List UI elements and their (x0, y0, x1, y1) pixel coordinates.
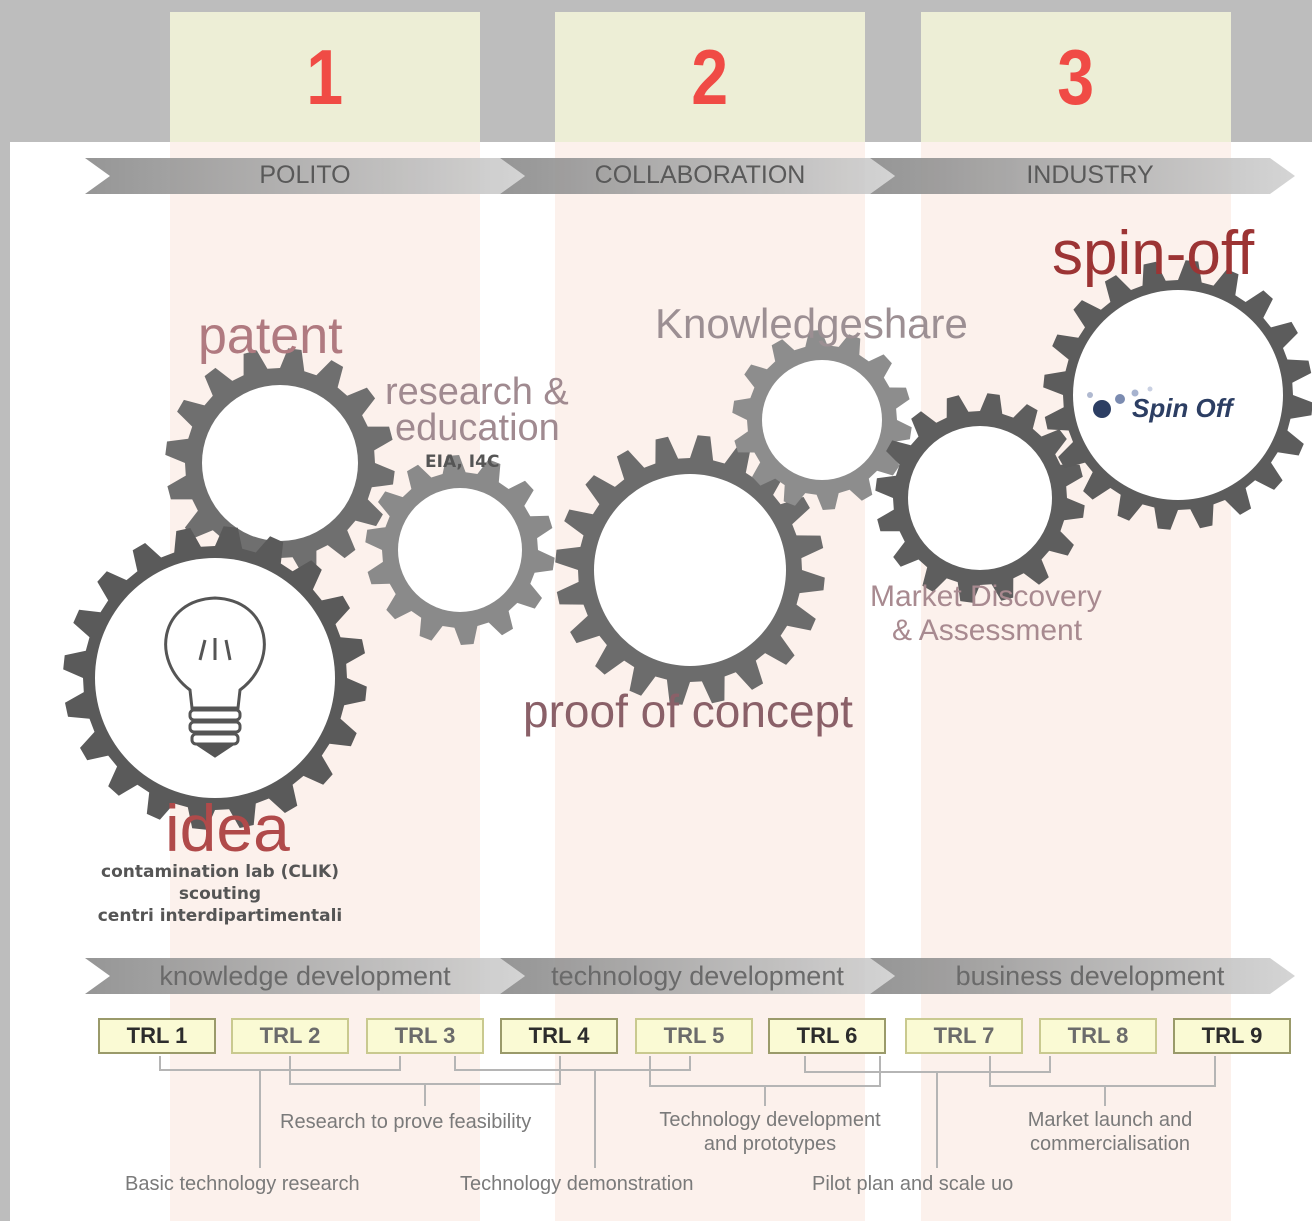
label-knowledgeshare: Knowledgeshare (655, 300, 968, 347)
stage-pilot: Pilot plan and scale uo (812, 1173, 1014, 1195)
gear-icon-market (875, 393, 1085, 603)
label-idea: idea (165, 791, 290, 865)
gear-icon-patent (165, 348, 395, 578)
trl-box-3: TRL 3 (366, 1018, 484, 1054)
trl-box-7: TRL 7 (905, 1018, 1023, 1054)
label-market-line1: Market Discovery (870, 580, 1102, 613)
stage-demonstration: Technology demonstration (460, 1173, 694, 1195)
spin-off-logo-text: Spin Off (1132, 393, 1235, 423)
gear-icon-proof (555, 435, 825, 705)
stage-prototypes-line2: and prototypes (703, 1133, 837, 1155)
phase-arrow-bottom (85, 958, 1295, 994)
arrow-label-industry: INDUSTRY (1026, 161, 1154, 189)
dev-label-technology: technology development (551, 961, 844, 991)
label-proof-of-concept: proof of concept (523, 685, 853, 737)
column-number-3: 3 (1057, 32, 1095, 121)
phase-arrow-top (85, 158, 1295, 194)
label-research-sub: EIA, I4C (425, 452, 500, 472)
label-idea-sub1: contamination lab (CLIK) (101, 862, 339, 882)
stage-basic: Basic technology research (125, 1173, 360, 1195)
label-idea-sub3: centri interdipartimentali (97, 906, 343, 926)
stage-prototypes-line1: Technology development (659, 1109, 881, 1131)
label-spin-off: spin-off (1052, 219, 1255, 288)
label-research-line2: education (395, 407, 560, 449)
stage-market-line1: Market launch and (1027, 1109, 1193, 1131)
column-number-1: 1 (306, 32, 344, 121)
trl-box-6: TRL 6 (768, 1018, 886, 1054)
gear-icon-spinoff (1043, 260, 1312, 530)
trl-box-8: TRL 8 (1039, 1018, 1157, 1054)
light-bulb-icon (164, 596, 266, 758)
column-number-2: 2 (691, 32, 729, 121)
dev-label-business: business development (955, 961, 1225, 991)
label-idea-sub2: scouting (178, 884, 262, 904)
arrow-label-polito: POLITO (259, 161, 351, 189)
trl-box-9: TRL 9 (1173, 1018, 1291, 1054)
spin-off-logo: Spin Off (1080, 385, 1280, 435)
stage-connectors (159, 1056, 1216, 1168)
gear-icon-knowledge (732, 330, 912, 510)
trl-box-1: TRL 1 (98, 1018, 216, 1054)
column-header-3: 3 (921, 12, 1231, 142)
dev-label-knowledge: knowledge development (159, 961, 451, 991)
arrow-label-collaboration: COLLABORATION (594, 161, 806, 189)
trl-box-2: TRL 2 (231, 1018, 349, 1054)
stage-feasibility: Research to prove feasibility (280, 1111, 532, 1133)
column-header-2: 2 (555, 12, 865, 142)
label-research-line1: research & (385, 371, 569, 413)
label-market-line2: & Assessment (892, 614, 1083, 647)
label-patent: patent (198, 307, 343, 365)
stage-market-line2: commercialisation (1029, 1133, 1191, 1155)
trl-box-4: TRL 4 (500, 1018, 618, 1054)
gear-icon-research (365, 455, 555, 645)
trl-box-5: TRL 5 (635, 1018, 753, 1054)
column-header-1: 1 (170, 12, 480, 142)
